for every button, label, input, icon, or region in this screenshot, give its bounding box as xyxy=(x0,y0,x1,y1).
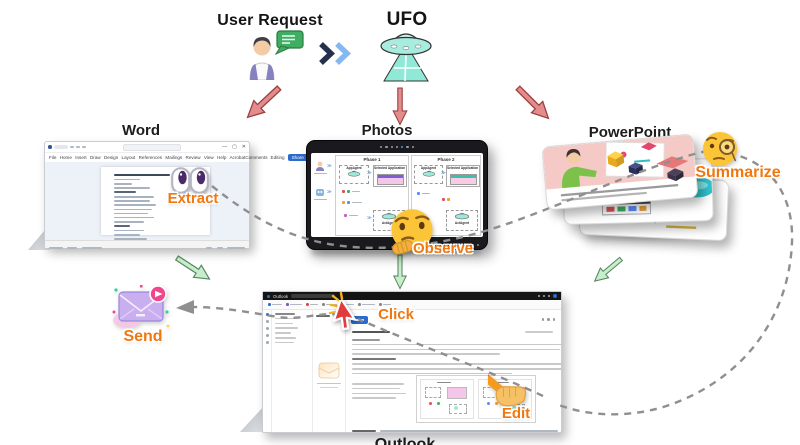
actagent-box: ActAgent xyxy=(446,210,478,231)
summarize-label: Summarize xyxy=(695,164,781,181)
cursor-icon[interactable] xyxy=(333,300,361,332)
chevron-icon: ≫ xyxy=(327,189,332,194)
red-arrow-to-photos xyxy=(392,87,408,126)
outlook-left-rail[interactable] xyxy=(263,309,272,432)
share-button[interactable]: Share xyxy=(287,154,308,161)
red-arrow-to-powerpoint xyxy=(511,81,555,125)
photos-active-tool[interactable] xyxy=(400,145,404,149)
send-envelope-icon xyxy=(112,285,170,328)
user-request-icon xyxy=(249,30,304,80)
editing-button[interactable]: Editing xyxy=(270,155,285,160)
eyes-icon xyxy=(171,167,209,194)
word-statusbar xyxy=(45,240,249,249)
user-request-title: User Request xyxy=(217,12,323,29)
outlook-search[interactable] xyxy=(291,294,336,298)
phase2-title: Phase 2 xyxy=(437,157,455,162)
word-title: Word xyxy=(121,122,161,139)
send-label: Send xyxy=(123,328,163,345)
slide-illustration xyxy=(542,134,696,202)
green-arrow-from-word xyxy=(172,251,214,286)
outlook-window-shadow xyxy=(240,406,264,432)
word-menu-items[interactable]: File Home Insert Draw Design Layout Refe… xyxy=(49,155,246,160)
outlook-titlebar: Outlook xyxy=(263,292,561,300)
empty-folder-illustration xyxy=(318,362,340,379)
green-arrow-from-powerpoint xyxy=(590,253,626,287)
double-chevron-icon xyxy=(319,42,351,65)
click-sparkle-icon xyxy=(328,292,344,320)
slide-1[interactable] xyxy=(541,133,699,211)
edit-label: Edit xyxy=(501,405,531,422)
robot-mini-icon xyxy=(316,189,324,196)
photos-title: Photos xyxy=(361,122,413,139)
reading-pane-actions[interactable] xyxy=(541,318,555,321)
dashed-arrowhead xyxy=(176,300,194,314)
chevron-icon: ≫ xyxy=(327,163,332,168)
observe-label: Observe xyxy=(412,240,474,257)
selected-application-1-box: Selected Application 1 xyxy=(373,165,407,187)
folder-pane[interactable] xyxy=(272,309,313,432)
green-arrow-from-photos xyxy=(393,254,407,290)
selected-application-2-box: Selected Application 2 xyxy=(446,165,480,187)
extract-label: Extract xyxy=(167,190,219,207)
photos-toolbar[interactable] xyxy=(307,141,487,153)
word-ribbon[interactable]: File Home Insert Draw Design Layout Refe… xyxy=(45,153,308,162)
agent-icons-row xyxy=(342,190,360,193)
autosave-toggle[interactable] xyxy=(53,145,68,149)
word-titlebar: — ▢ ✕ xyxy=(45,142,249,153)
search-box[interactable] xyxy=(123,143,182,151)
comments-button[interactable]: Comments xyxy=(245,155,268,160)
outlook-title: Outlook xyxy=(374,436,436,445)
maximize-icon[interactable]: ▢ xyxy=(232,144,237,150)
outlook-tab[interactable]: Outlook xyxy=(273,293,289,299)
word-app-icon xyxy=(48,145,52,149)
appagent-box: AppAgent xyxy=(339,165,369,184)
account-avatar[interactable] xyxy=(553,294,557,298)
close-icon[interactable]: ✕ xyxy=(241,144,246,150)
phase1-title: Phase 1 xyxy=(363,157,381,162)
outlook-app-icon xyxy=(267,294,270,298)
minimize-icon[interactable]: — xyxy=(222,144,228,150)
ufo-title: UFO xyxy=(386,9,428,30)
appagent-box: AppAgent xyxy=(414,165,443,184)
red-arrow-to-word xyxy=(241,81,286,124)
ufo-icon xyxy=(380,33,432,82)
click-label: Click xyxy=(378,306,414,323)
user-request-mini-icon xyxy=(316,161,324,171)
